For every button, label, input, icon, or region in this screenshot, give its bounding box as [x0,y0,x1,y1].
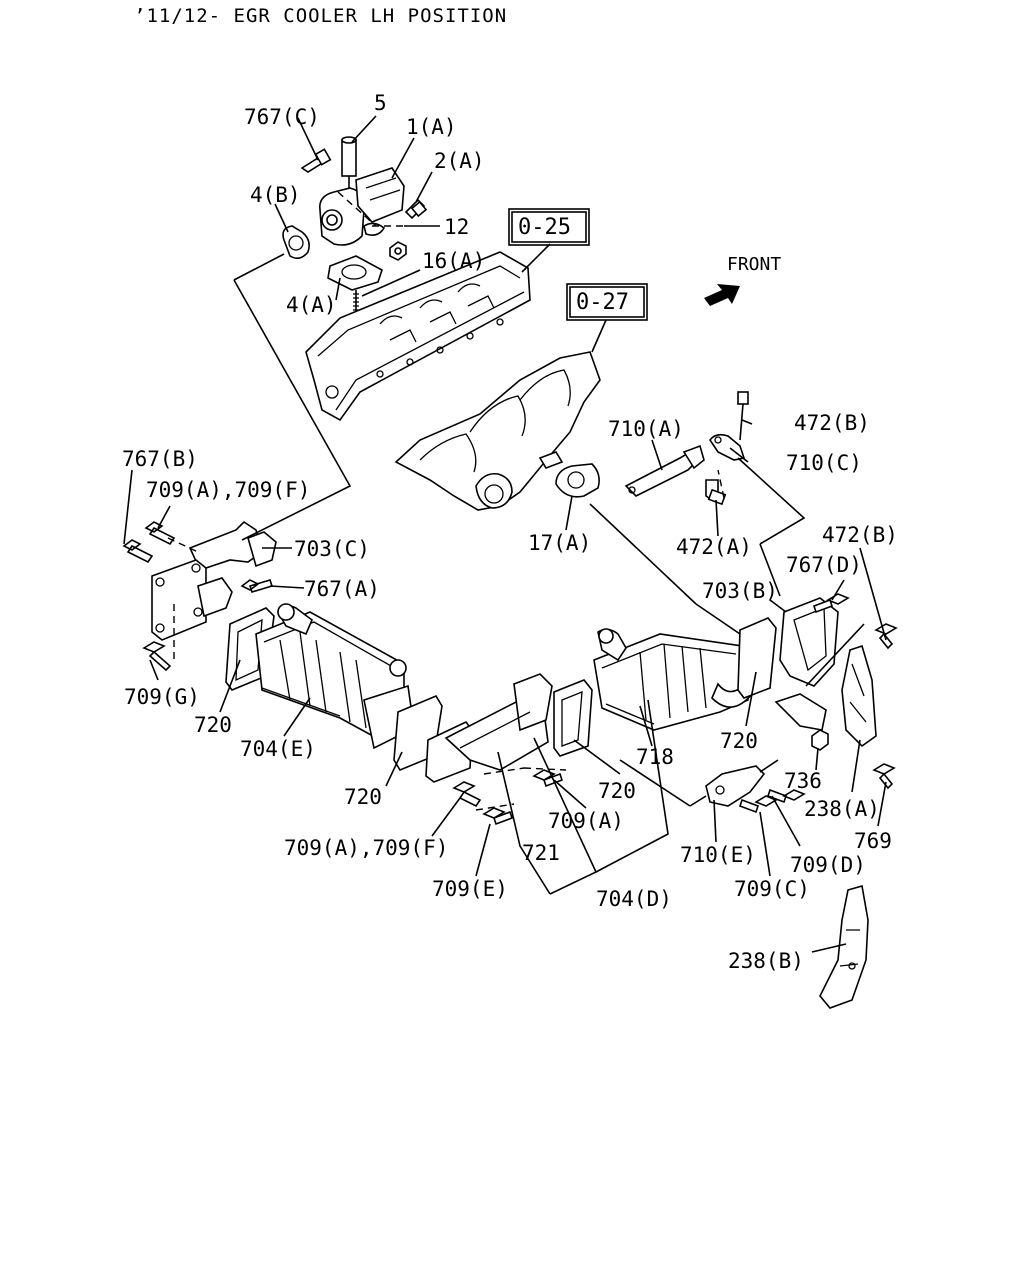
nut-736 [811,729,829,751]
label-709af-bottom: 709(A),709(F) [284,836,448,860]
bolt-709af-bottom [452,781,482,808]
label-709a: 709(A) [548,809,624,833]
bolt-767a [240,579,274,593]
label-5: 5 [374,91,387,115]
heat-shield-238b [819,884,869,1009]
exhaust-manifold [394,351,601,511]
label-767d: 767(D) [786,553,862,577]
ref-box-0-27[interactable]: 0-27 [566,283,648,321]
part-labels: 767(C) 5 1(A) 2(A) 4(B) 12 16(A) 4(A) 76… [122,91,898,973]
egr-pipe-703c [188,520,277,571]
bracket-710c [709,391,749,461]
label-709c: 709(C) [734,877,810,901]
label-4b: 4(B) [250,183,301,207]
ref-box-0-25-label: 0-25 [518,215,571,240]
label-472b-right: 472(B) [822,523,898,547]
ref-box-0-27-label: 0-27 [576,290,629,315]
label-736: 736 [784,769,822,793]
bolt-709e [482,807,514,826]
label-709af-top: 709(A),709(F) [146,478,310,502]
label-12: 12 [444,215,469,239]
label-710e: 710(E) [680,843,756,867]
label-2a: 2(A) [434,149,485,173]
bolt-767b [122,539,154,564]
label-720-b: 720 [344,785,382,809]
label-767a: 767(A) [304,577,380,601]
label-238a: 238(A) [804,797,880,821]
label-1a: 1(A) [406,115,457,139]
front-arrow-icon [704,284,740,306]
label-718: 718 [636,745,674,769]
gasket-720-center [553,679,593,757]
label-703b: 703(B) [702,579,778,603]
label-16a: 16(A) [422,249,485,273]
label-704d: 704(D) [596,887,672,911]
label-709g: 709(G) [124,685,200,709]
front-label: FRONT [727,254,781,275]
label-709d: 709(D) [790,853,866,877]
label-720-a: 720 [194,713,232,737]
bolt-709af-top [144,521,176,546]
label-710a: 710(A) [608,417,684,441]
leader-lines [123,115,887,953]
egr-cooler-718 [593,628,753,731]
flange-plate-left [151,559,233,641]
label-767b: 767(B) [122,447,198,471]
ref-box-0-25[interactable]: 0-25 [508,208,590,246]
bracket-710e [705,765,766,807]
label-703c: 703(C) [294,537,370,561]
label-17a: 17(A) [528,531,591,555]
intermediate-pipe-721 [425,673,553,783]
label-472a: 472(A) [676,535,752,559]
egr-pipe-703b [774,597,839,731]
gasket-720-right [737,617,777,699]
label-769: 769 [854,829,892,853]
heat-shield-238a [841,644,877,748]
bracket-710a [624,444,727,506]
gasket-17a [555,463,600,498]
label-767c: 767(C) [244,105,320,129]
bolt-472b-right [874,623,898,650]
egr-valve-assembly [282,136,428,320]
bolt-769 [872,763,896,790]
label-704e: 704(E) [240,737,316,761]
label-720-c: 720 [720,729,758,753]
label-720-d: 720 [598,779,636,803]
dashed-leaders [167,191,725,811]
label-709e: 709(E) [432,877,508,901]
intake-manifold [305,251,531,422]
bolt-709d [766,788,806,804]
label-472b-top: 472(B) [794,411,870,435]
label-721: 721 [522,841,560,865]
label-710c: 710(C) [786,451,862,475]
egr-cooler-704e [255,603,415,750]
label-4a: 4(A) [286,293,337,317]
page-title: ’11/12- EGR COOLER LH POSITION [134,5,507,27]
bolt-709c [738,795,778,814]
bolt-709g [142,641,172,672]
label-238b: 238(B) [728,949,804,973]
